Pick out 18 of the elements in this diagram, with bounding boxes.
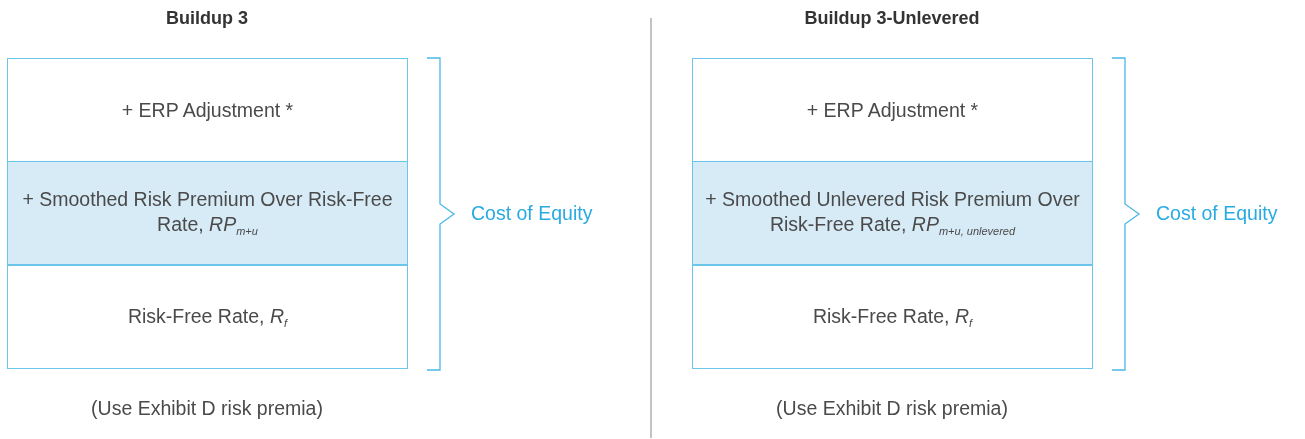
box-text: + ERP Adjustment * bbox=[805, 97, 980, 123]
text-box bbox=[7, 265, 408, 369]
bracket-label: Cost of Equity bbox=[1156, 202, 1278, 225]
text-box bbox=[7, 58, 408, 162]
text-box bbox=[692, 161, 1093, 265]
text-box bbox=[692, 265, 1093, 369]
text-box bbox=[692, 58, 1093, 162]
box-text: + Smoothed Risk Premium Over Risk-Free Rate, RP$_{m+u}$ bbox=[21, 187, 394, 239]
box-text: + Smoothed Unlevered Risk Premium Over Risk-Free Rate, RP$_{m+u, unlevered}$ bbox=[704, 187, 1081, 239]
section-heading: Buildup 3-Unlevered bbox=[804, 8, 980, 29]
note: (Use Exhibit D risk premia) bbox=[776, 397, 1008, 420]
bracket-label: Cost of Equity bbox=[471, 202, 593, 225]
box-text: + ERP Adjustment * bbox=[120, 97, 295, 123]
box-text: Risk-Free Rate, R$_{f}$ bbox=[811, 303, 974, 331]
text-box bbox=[7, 161, 408, 265]
box-text: Risk-Free Rate, R$_{f}$ bbox=[126, 303, 289, 331]
section-heading: Buildup 3 bbox=[166, 8, 248, 29]
note: (Use Exhibit D risk premia) bbox=[91, 397, 323, 420]
